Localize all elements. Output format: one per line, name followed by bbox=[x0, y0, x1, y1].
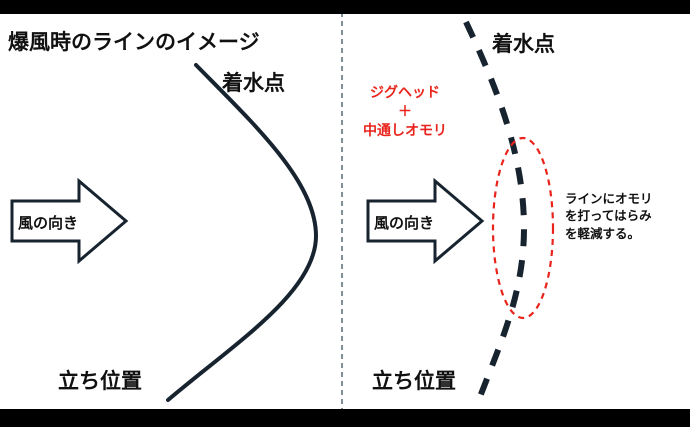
figure-area: 爆風時のラインのイメージ 着水点 立ち位置 風の向き 着水点 立ち位置 風の向き… bbox=[0, 14, 690, 409]
right-standing-position-label: 立ち位置 bbox=[372, 369, 456, 393]
letterbox-top bbox=[0, 0, 690, 14]
left-wind-direction-label: 風の向き bbox=[18, 214, 79, 232]
right-splash-point-label: 着水点 bbox=[492, 32, 555, 56]
fishing-line-bowed bbox=[166, 63, 319, 402]
letterbox-bottom bbox=[0, 409, 690, 427]
figure-vector-layer bbox=[10, 14, 555, 409]
fishing-line-weighted bbox=[463, 20, 528, 404]
left-splash-point-label: 着水点 bbox=[222, 71, 285, 95]
right-wind-direction-label: 風の向き bbox=[374, 214, 435, 232]
left-standing-position-label: 立ち位置 bbox=[58, 369, 142, 393]
sinker-highlight-ellipse bbox=[491, 136, 555, 320]
wind-arrow-right bbox=[366, 177, 485, 265]
wind-arrow-left bbox=[10, 177, 129, 265]
sinker-note-label: ラインにオモリ を打ってはらみ を軽減する。 bbox=[565, 191, 653, 241]
left-panel-title: 爆風時のラインのイメージ bbox=[8, 30, 260, 54]
rig-callout-label: ジグヘッド ＋ 中通しオモリ bbox=[363, 85, 447, 139]
